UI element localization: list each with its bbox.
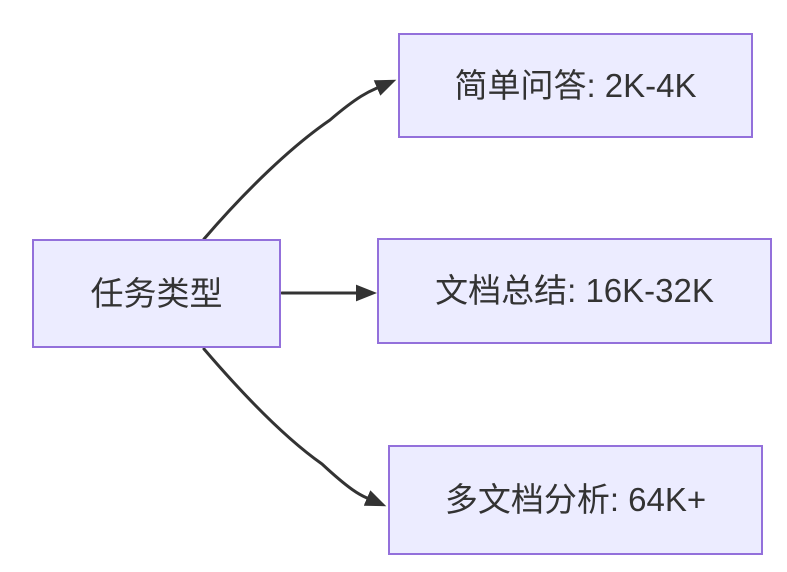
edge-root-to-simple-qa <box>202 79 397 241</box>
node-doc-summary: 文档总结: 16K-32K <box>377 238 772 344</box>
node-task-type: 任务类型 <box>32 239 281 348</box>
edge-root-to-multi-doc <box>202 347 387 507</box>
node-multi-doc: 多文档分析: 64K+ <box>388 445 763 555</box>
node-simple-qa: 简单问答: 2K-4K <box>398 33 753 138</box>
